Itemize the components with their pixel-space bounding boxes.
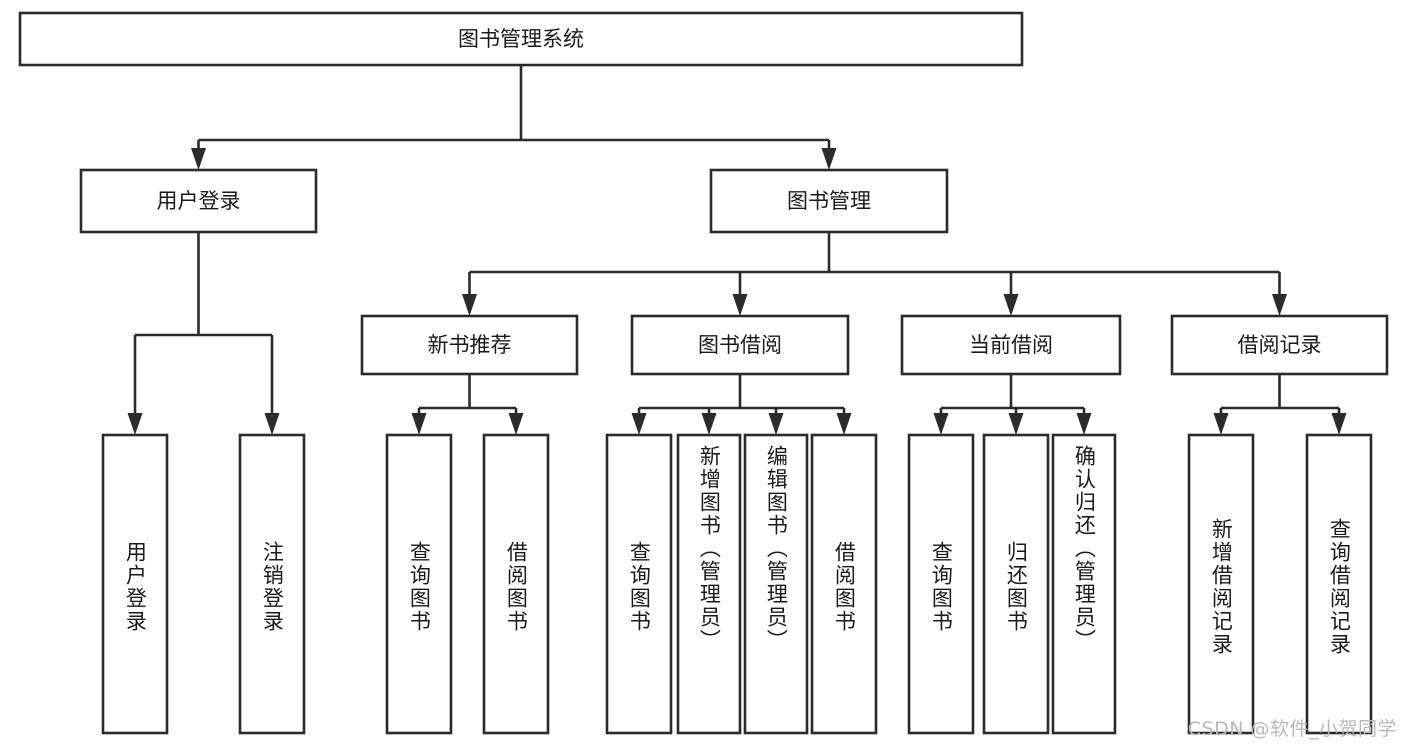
arrow-head-new-book-recommend <box>462 294 477 316</box>
node-label-leaf-borrow-book: 借阅图书 <box>832 541 857 633</box>
node-box-leaf-borrow-book-rec <box>482 433 550 735</box>
node-label-root: 图书管理系统 <box>458 27 584 51</box>
nodes-layer: 图书管理系统用户登录图书管理新书推荐图书借阅当前借阅借阅记录用户登录注销登录查询… <box>18 11 1389 735</box>
node-label-leaf-add-book: 新增图书（管理员） <box>697 445 722 652</box>
node-leaf-query-book-borrow[interactable]: 查询图书 <box>605 433 673 735</box>
node-label-user-login: 用户登录 <box>157 189 241 213</box>
arrow-head-leaf-borrow-book <box>836 413 852 435</box>
node-root[interactable]: 图书管理系统 <box>18 11 1024 67</box>
node-leaf-query-book-cur[interactable]: 查询图书 <box>907 433 975 735</box>
node-leaf-query-record[interactable]: 查询借阅记录 <box>1305 433 1373 735</box>
arrow-head-leaf-add-book <box>701 413 717 435</box>
node-leaf-confirm-return[interactable]: 确认归还（管理员） <box>1051 433 1117 735</box>
node-box-leaf-query-record <box>1305 433 1373 735</box>
node-label-leaf-logout: 注销登录 <box>260 541 285 633</box>
node-label-wrap-leaf-query-book-rec: 查询图书 <box>407 541 432 633</box>
node-label-current-borrow: 当前借阅 <box>969 333 1053 357</box>
node-label-new-book-recommend: 新书推荐 <box>428 333 512 357</box>
arrow-head-leaf-query-book-rec <box>411 413 427 435</box>
node-box-leaf-confirm-return <box>1051 433 1117 735</box>
node-label-leaf-query-book-rec: 查询图书 <box>407 541 432 633</box>
node-label-leaf-query-book-borrow: 查询图书 <box>627 541 652 633</box>
node-label-leaf-borrow-book-rec: 借阅图书 <box>504 541 529 633</box>
node-label-leaf-return-book: 归还图书 <box>1004 541 1029 633</box>
arrow-head-leaf-confirm-return <box>1076 413 1092 435</box>
node-box-current-borrow <box>900 314 1122 376</box>
arrow-head-current-borrow <box>1003 294 1019 316</box>
arrow-head-book-manage <box>821 148 837 170</box>
node-label-wrap-leaf-logout: 注销登录 <box>260 541 285 633</box>
node-label-wrap-leaf-add-record: 新增借阅记录 <box>1209 518 1234 656</box>
arrow-head-leaf-logout <box>264 413 280 435</box>
node-leaf-user-login[interactable]: 用户登录 <box>101 433 169 735</box>
node-box-leaf-borrow-book <box>810 433 878 735</box>
arrow-head-leaf-return-book <box>1008 413 1024 435</box>
node-box-leaf-add-record <box>1187 433 1255 735</box>
node-box-leaf-query-book-rec <box>385 433 453 735</box>
node-label-leaf-query-book-cur: 查询图书 <box>929 541 954 633</box>
node-label-wrap-leaf-borrow-book: 借阅图书 <box>832 541 857 633</box>
node-label-leaf-edit-book: 编辑图书（管理员） <box>764 445 789 652</box>
node-leaf-logout[interactable]: 注销登录 <box>238 433 306 735</box>
node-box-user-login <box>79 168 318 234</box>
node-leaf-add-record[interactable]: 新增借阅记录 <box>1187 433 1255 735</box>
node-book-borrow[interactable]: 图书借阅 <box>630 314 850 376</box>
node-box-leaf-return-book <box>982 433 1050 735</box>
node-user-login[interactable]: 用户登录 <box>79 168 318 234</box>
node-label-wrap-leaf-query-record: 查询借阅记录 <box>1327 518 1352 656</box>
node-box-leaf-add-book <box>676 433 742 735</box>
arrow-head-borrow-record <box>1272 294 1287 316</box>
arrow-head-leaf-query-record <box>1331 413 1347 435</box>
node-borrow-record[interactable]: 借阅记录 <box>1170 314 1389 376</box>
node-label-borrow-record: 借阅记录 <box>1238 333 1322 357</box>
node-box-leaf-logout <box>238 433 306 735</box>
arrow-head-leaf-query-book-cur <box>933 413 949 435</box>
node-box-leaf-user-login <box>101 433 169 735</box>
node-box-leaf-edit-book <box>743 433 809 735</box>
node-label-wrap-leaf-add-book: 新增图书（管理员） <box>697 445 722 652</box>
arrow-head-leaf-user-login <box>127 413 143 435</box>
node-leaf-query-book-rec[interactable]: 查询图书 <box>385 433 453 735</box>
node-label-book-manage: 图书管理 <box>787 189 871 213</box>
node-box-leaf-query-book-cur <box>907 433 975 735</box>
node-leaf-borrow-book-rec[interactable]: 借阅图书 <box>482 433 550 735</box>
node-label-wrap-leaf-edit-book: 编辑图书（管理员） <box>764 445 789 652</box>
node-box-book-manage <box>709 168 949 234</box>
node-label-wrap-leaf-return-book: 归还图书 <box>1004 541 1029 633</box>
node-label-leaf-confirm-return: 确认归还（管理员） <box>1072 445 1097 652</box>
node-current-borrow[interactable]: 当前借阅 <box>900 314 1122 376</box>
node-label-wrap-leaf-query-book-borrow: 查询图书 <box>627 541 652 633</box>
node-label-wrap-leaf-user-login: 用户登录 <box>123 541 148 633</box>
node-box-new-book-recommend <box>360 314 579 376</box>
arrow-head-leaf-edit-book <box>768 413 784 435</box>
node-label-leaf-user-login: 用户登录 <box>123 541 148 633</box>
arrow-head-leaf-add-record <box>1213 413 1229 435</box>
node-leaf-borrow-book[interactable]: 借阅图书 <box>810 433 878 735</box>
arrow-head-user-login <box>191 148 206 170</box>
node-box-root <box>18 11 1024 67</box>
node-leaf-edit-book[interactable]: 编辑图书（管理员） <box>743 433 809 735</box>
node-leaf-add-book[interactable]: 新增图书（管理员） <box>676 433 742 735</box>
node-label-wrap-leaf-borrow-book-rec: 借阅图书 <box>504 541 529 633</box>
node-book-manage[interactable]: 图书管理 <box>709 168 949 234</box>
node-label-leaf-query-record: 查询借阅记录 <box>1327 518 1352 656</box>
node-box-borrow-record <box>1170 314 1389 376</box>
node-label-wrap-leaf-query-book-cur: 查询图书 <box>929 541 954 633</box>
node-box-leaf-query-book-borrow <box>605 433 673 735</box>
node-label-leaf-add-record: 新增借阅记录 <box>1209 518 1234 656</box>
node-label-book-borrow: 图书借阅 <box>698 333 782 357</box>
arrow-head-leaf-query-book-borrow <box>631 413 647 435</box>
arrow-head-book-borrow <box>732 294 748 316</box>
edges-layer <box>127 65 1347 435</box>
node-box-book-borrow <box>630 314 850 376</box>
node-new-book-recommend[interactable]: 新书推荐 <box>360 314 579 376</box>
node-label-wrap-leaf-confirm-return: 确认归还（管理员） <box>1072 445 1097 652</box>
node-leaf-return-book[interactable]: 归还图书 <box>982 433 1050 735</box>
arrow-head-leaf-borrow-book-rec <box>508 413 524 435</box>
